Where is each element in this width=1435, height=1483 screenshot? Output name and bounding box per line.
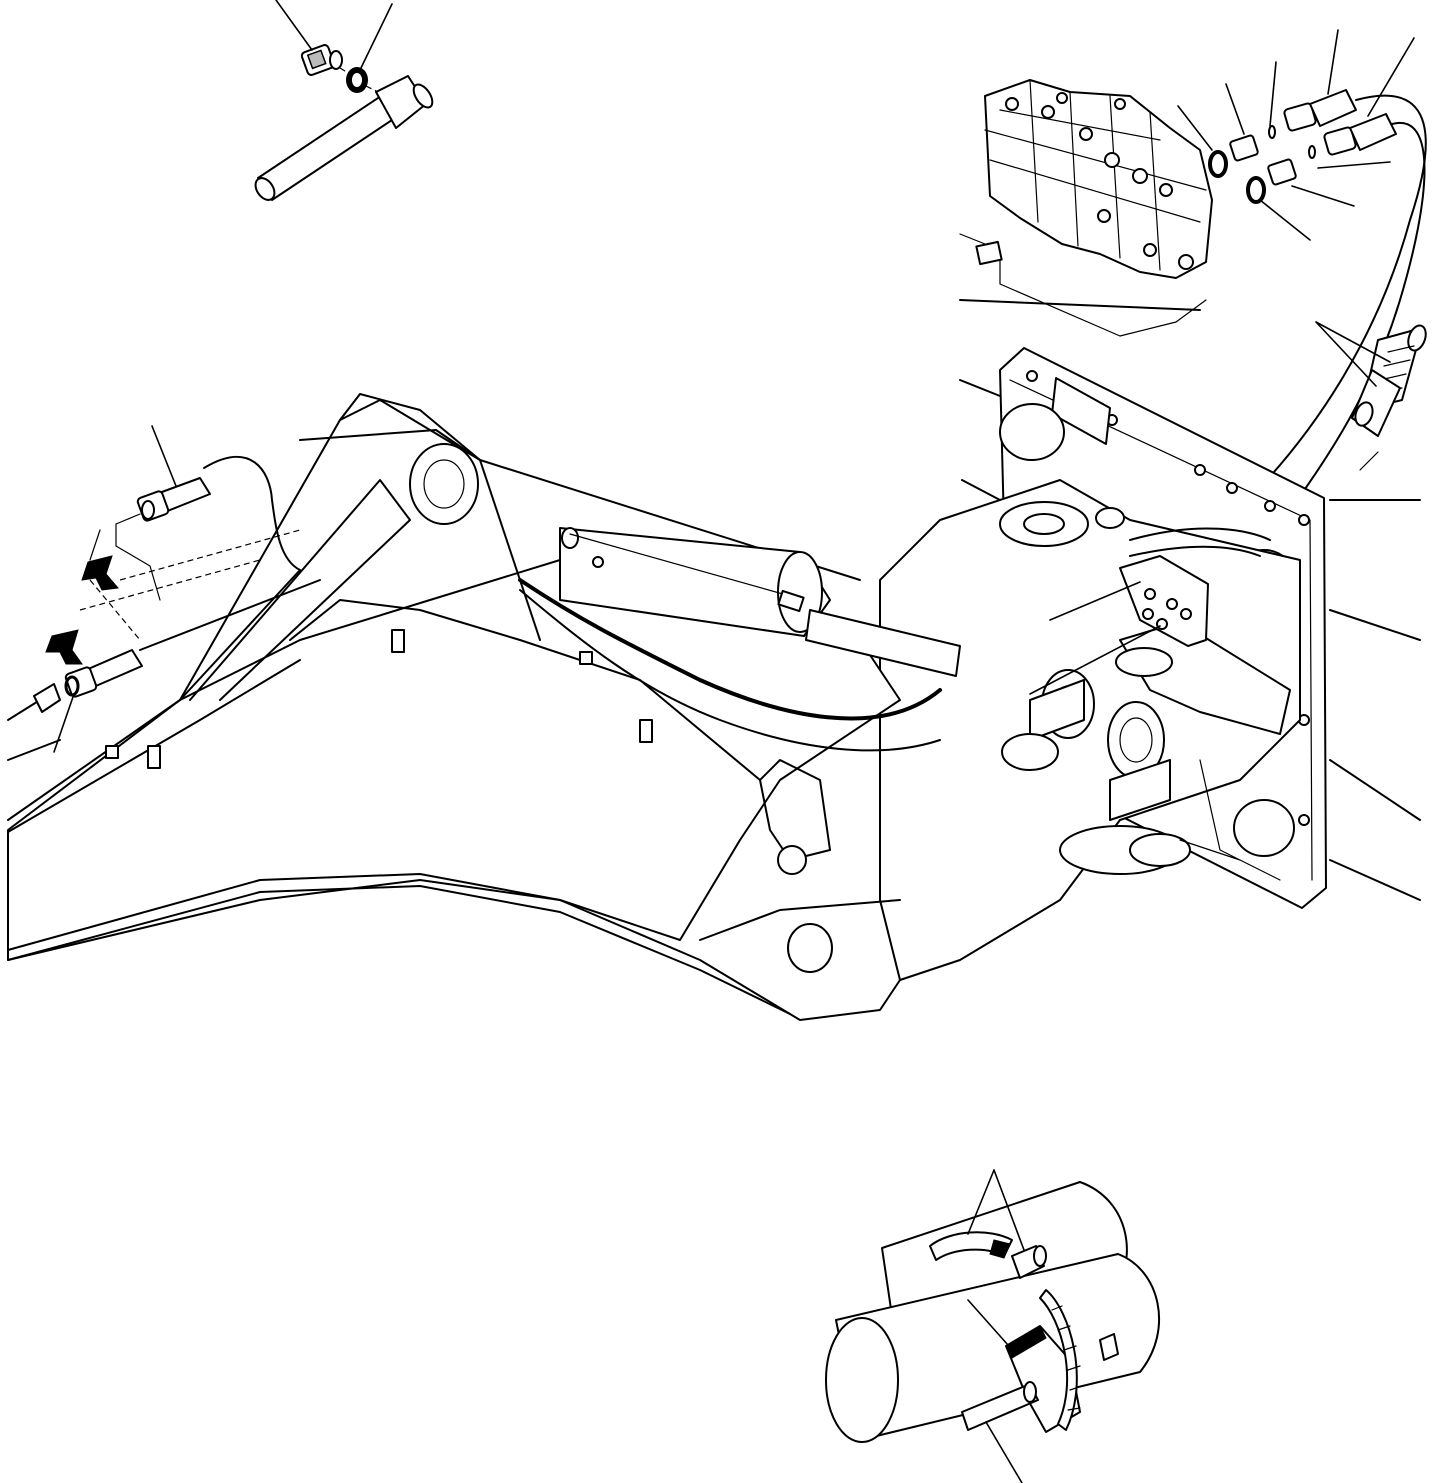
leader-line	[151, 425, 177, 487]
swing-bracket	[879, 479, 1301, 981]
push-arrow	[81, 555, 119, 591]
leader-line	[1291, 185, 1355, 207]
fitting-detail-view	[254, 0, 434, 201]
o-ring	[64, 675, 80, 697]
leader-line	[967, 1169, 1025, 1251]
hose-guards	[1315, 321, 1427, 437]
hose-end-fitting	[1323, 113, 1397, 156]
adapter-fitting	[1267, 158, 1297, 186]
spiral-hose-guard	[1351, 369, 1401, 437]
hose-end-fitting	[1283, 89, 1357, 132]
boom-pipe	[254, 75, 434, 201]
leader-line	[53, 693, 75, 753]
hydraulic-junction-block	[1119, 555, 1209, 647]
hose-end-fitting	[33, 649, 143, 713]
leader-line	[1327, 29, 1339, 95]
leader-line	[1317, 161, 1391, 169]
push-arrow	[45, 629, 83, 665]
valve-ports	[1005, 92, 1194, 270]
leader-line	[967, 1299, 1017, 1355]
clamp-detail-view	[825, 1169, 1161, 1483]
o-ring	[346, 67, 368, 93]
leader-line	[1049, 581, 1141, 621]
o-ring	[1246, 176, 1266, 204]
leader-line	[275, 0, 313, 51]
valve-fitting-stack	[1208, 89, 1397, 204]
control-valve-block	[959, 79, 1213, 337]
boom-pipe-fittings	[33, 425, 211, 753]
leader-line	[1269, 61, 1277, 127]
hose-end-fitting	[136, 477, 211, 522]
leader-line	[1177, 105, 1213, 151]
hose-pair	[1237, 94, 1427, 541]
boom-pipes	[79, 455, 942, 752]
leader-line	[1367, 37, 1415, 117]
boom-cylinder	[559, 527, 961, 677]
leader-line	[1225, 83, 1245, 135]
spacer	[1011, 1245, 1047, 1279]
pipe-pair	[825, 1181, 1161, 1443]
leader-line	[359, 3, 393, 71]
o-ring	[1208, 150, 1228, 178]
clamp-strap	[1039, 1289, 1083, 1431]
top-right-leaders	[1177, 29, 1415, 241]
leader-line	[985, 1421, 1023, 1483]
leader-line	[1259, 199, 1311, 241]
leader-line	[1029, 625, 1161, 695]
adapter-fitting	[1229, 134, 1259, 162]
boom-arm	[7, 393, 961, 1021]
adapter-fitting	[300, 44, 343, 76]
clamp-half-shell	[929, 1231, 1013, 1261]
bolt	[961, 1333, 1119, 1431]
